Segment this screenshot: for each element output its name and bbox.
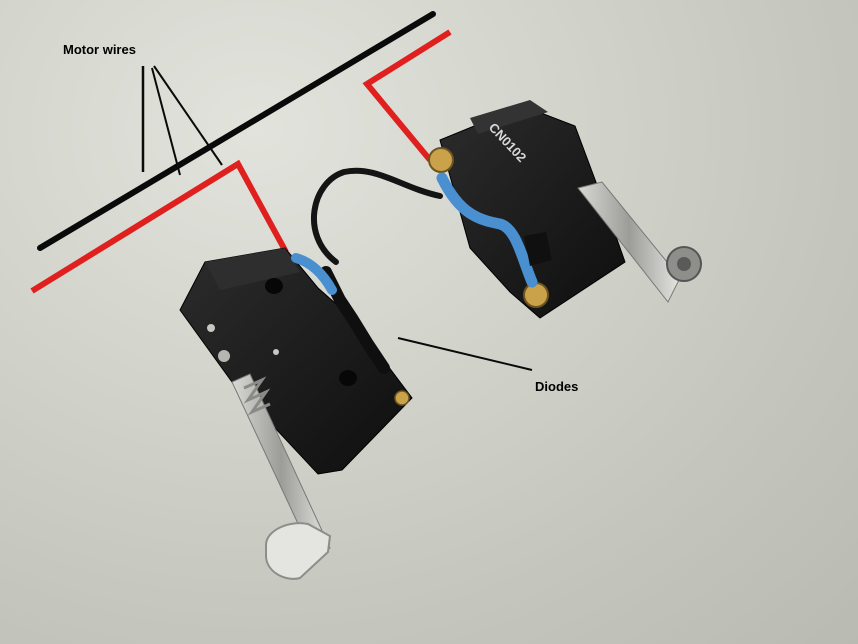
right-heatshrink [436,172,538,288]
motor-wires-label: Motor wires [63,42,136,57]
diode-lead-wire [310,167,443,265]
diodes-label: Diodes [535,379,579,394]
diodes-label-leader [397,337,533,371]
red-wire-line-left [30,159,289,294]
right-terminal-top [428,147,454,173]
left-spring [243,376,271,416]
right-limit-switch: CN0102 [428,100,702,319]
red-wire-line-right [362,29,452,162]
motor-label-leader-3 [151,67,181,176]
left-terminal [394,390,410,406]
left-hole-top [265,278,283,294]
left-limit-switch [179,247,413,580]
black-wire-line [37,11,436,251]
left-roller [265,522,332,580]
left-heatshrink [291,253,337,295]
right-terminal-bottom [523,282,549,308]
left-hole-bottom [339,370,357,386]
motor-label-leader-2 [153,65,223,166]
